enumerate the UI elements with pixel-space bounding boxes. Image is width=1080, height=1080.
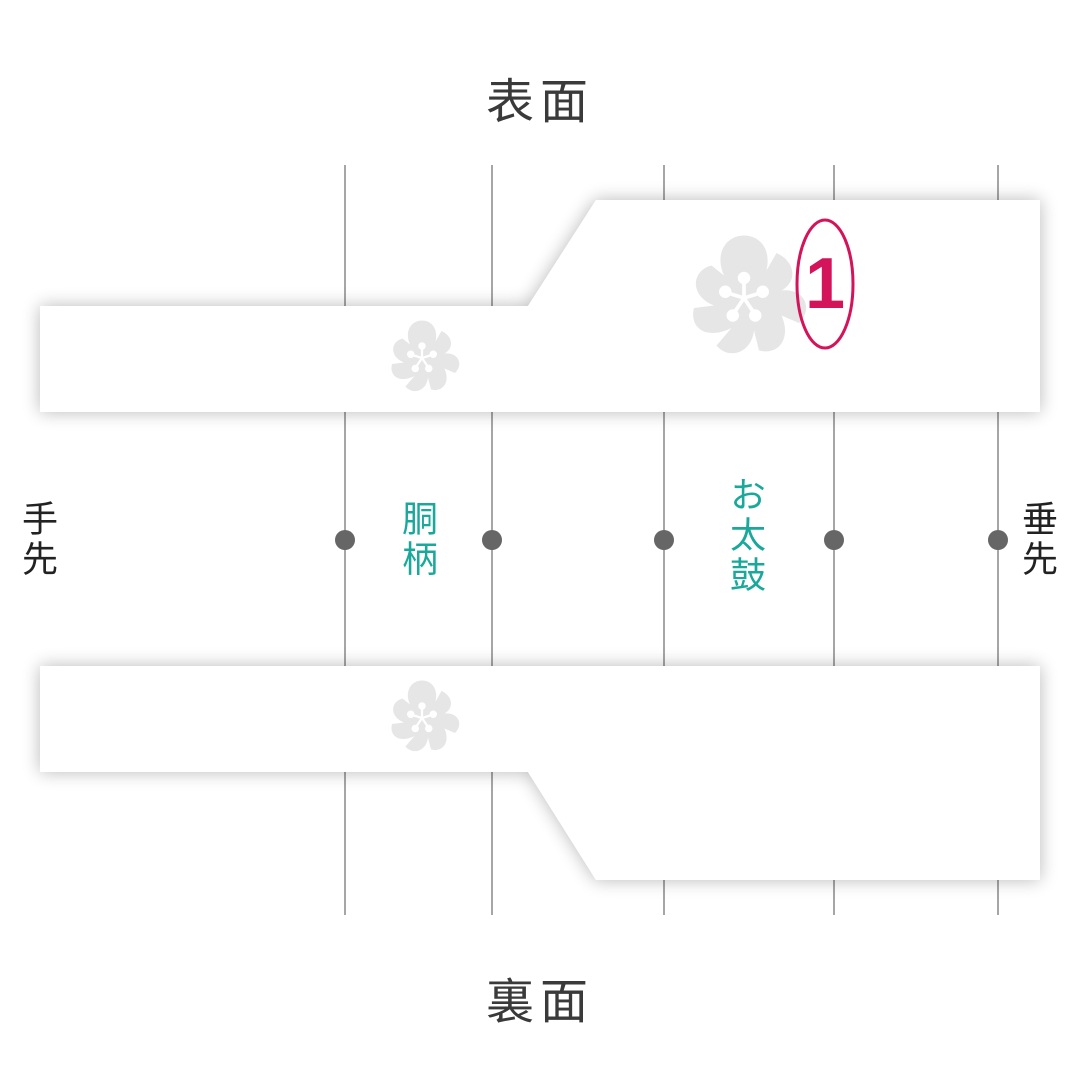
front-obi-shape [40, 200, 1040, 412]
section-otaiko-label: お太鼓 [724, 476, 765, 596]
division-dot [335, 530, 355, 550]
back-title: 裏面 [485, 974, 594, 1030]
division-dot [654, 530, 674, 550]
section-dougara-label: 胴柄 [396, 500, 437, 580]
division-dot [988, 530, 1008, 550]
back-obi-shape [40, 666, 1040, 880]
division-dot [482, 530, 502, 550]
tesaki-label: 手先 [16, 500, 57, 580]
division-dot [824, 530, 844, 550]
taresaki-label: 垂先 [1016, 500, 1057, 580]
marker-number: 1 [805, 244, 846, 324]
front-title: 表面 [485, 74, 594, 130]
marker-ellipse [795, 218, 855, 350]
division-dots [335, 530, 1008, 550]
marker-1 [795, 218, 855, 350]
